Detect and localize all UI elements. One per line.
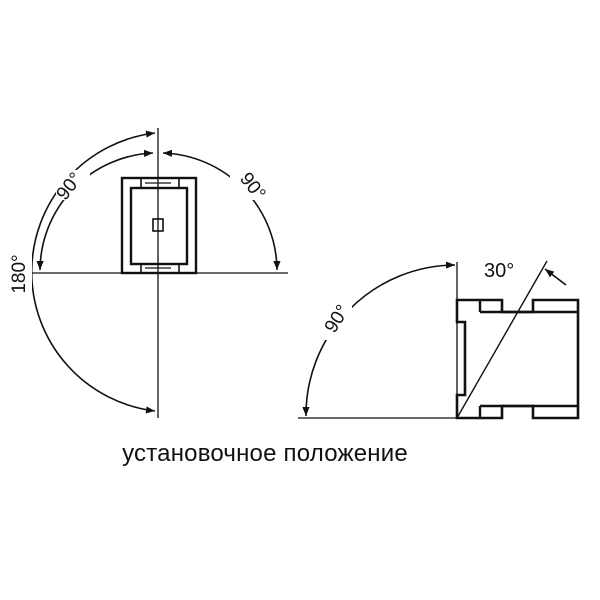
caption: установочное положение — [122, 440, 408, 467]
label-180: 180° — [9, 254, 30, 293]
label-30: 30° — [484, 260, 514, 282]
device-outer-frame — [120, 176, 198, 275]
tilt-arrow — [544, 268, 567, 286]
device-side-profile — [455, 298, 580, 420]
device-inner-frame — [129, 186, 189, 266]
arc-side-90 — [302, 261, 456, 417]
tilt-line-30 — [456, 260, 548, 419]
